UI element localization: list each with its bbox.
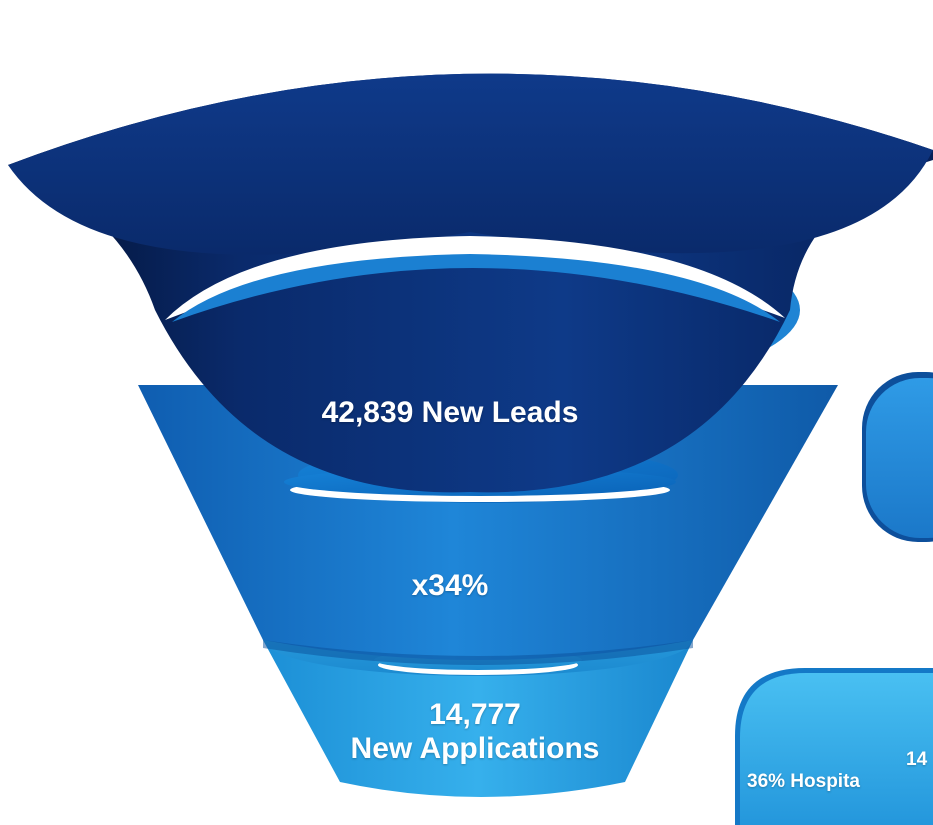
right-panel-button[interactable] [862,372,933,542]
funnel-top-band [8,73,933,493]
right-panel-pill [735,668,933,825]
conversion-rate-label: x34% [411,569,489,602]
right-pill-top-text: 14 [906,749,928,770]
new-applications-count: 14,777 [429,698,521,731]
new-applications-label: New Applications [350,732,600,765]
right-pill-bottom-text: 36% Hospita [747,771,860,792]
new-leads-label: 42,839 New Leads [321,396,579,429]
